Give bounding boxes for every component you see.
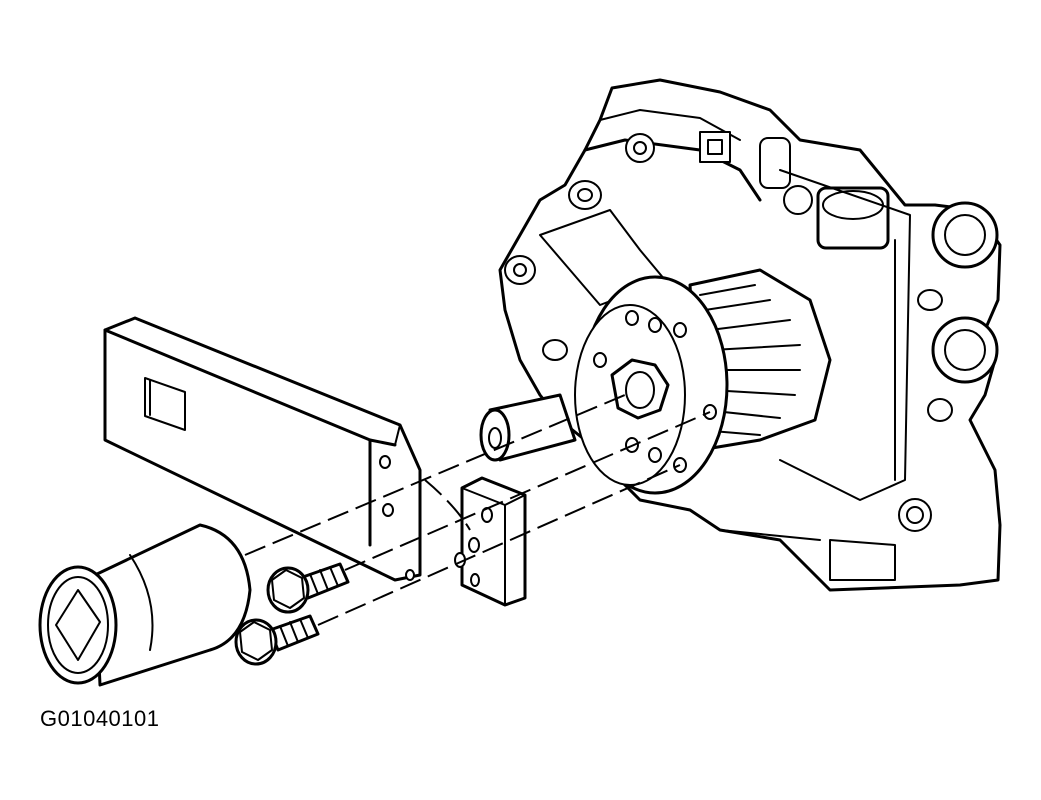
mounting-bolt (266, 562, 350, 614)
pump-drive-gear (479, 268, 832, 495)
mounting-bolt (234, 614, 320, 666)
adapter-block (454, 476, 527, 607)
holding-tool-bar (103, 316, 422, 582)
socket (38, 523, 252, 687)
alignment-lines (244, 391, 711, 626)
figure-id-label: G01040101 (40, 706, 160, 731)
